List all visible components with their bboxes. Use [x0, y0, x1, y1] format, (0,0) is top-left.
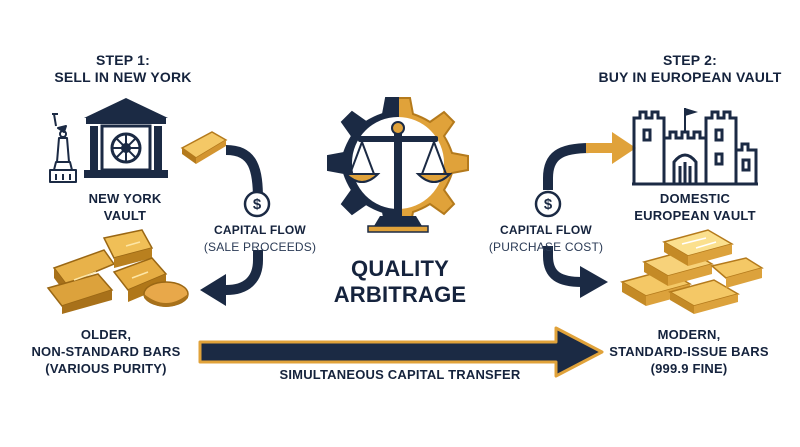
simultaneous-transfer-label: SIMULTANEOUS CAPITAL TRANSFER — [279, 367, 521, 382]
european-vault-label: DOMESTIC EUROPEAN VAULT — [610, 190, 780, 224]
modern-bars-line2: STANDARD-ISSUE BARS — [609, 344, 769, 359]
modern-gold-bars-icon — [620, 229, 764, 314]
statue-of-liberty-icon — [49, 113, 77, 183]
new-york-vault-icon — [84, 98, 168, 178]
capital-flow-right-sub: (PURCHASE COST) — [488, 240, 604, 254]
step1-title: STEP 1: SELL IN NEW YORK — [48, 52, 198, 86]
step1-title-line1: STEP 1: — [95, 52, 151, 68]
capital-flow-label-right: CAPITAL FLOW (PURCHASE COST) — [484, 222, 608, 256]
step2-title: STEP 2: BUY IN EUROPEAN VAULT — [590, 52, 790, 86]
older-bars-line3: (VARIOUS PURITY) — [45, 361, 167, 376]
capital-flow-left-sub: (SALE PROCEEDS) — [203, 240, 317, 254]
eu-vault-line2: EUROPEAN VAULT — [634, 208, 756, 223]
eu-vault-line1: DOMESTIC — [659, 191, 731, 206]
dollar-coin-icon-right: $ — [534, 190, 562, 218]
capital-flow-right-title: CAPITAL FLOW — [500, 223, 592, 237]
older-bars-line1: OLDER, — [80, 327, 132, 342]
dollar-coin-icon-left: $ — [243, 190, 271, 218]
center-title-line1: QUALITY — [351, 256, 449, 281]
dollar-symbol-right: $ — [544, 196, 553, 213]
ny-vault-line2: VAULT — [103, 208, 147, 223]
older-bars-line2: NON-STANDARD BARS — [31, 344, 181, 359]
quality-arbitrage-title: QUALITY ARBITRAGE — [318, 256, 482, 308]
capital-flow-left-title: CAPITAL FLOW — [214, 223, 306, 237]
center-title-line2: ARBITRAGE — [333, 282, 467, 307]
older-bars-label: OLDER, NON-STANDARD BARS (VARIOUS PURITY… — [26, 326, 186, 377]
older-gold-bars-icon — [46, 229, 189, 314]
step1-title-line2: SELL IN NEW YORK — [54, 69, 192, 85]
ny-vault-line1: NEW YORK — [88, 191, 162, 206]
modern-bars-line3: (999.9 FINE) — [650, 361, 728, 376]
capital-flow-label-left: CAPITAL FLOW (SALE PROCEEDS) — [200, 222, 320, 256]
simultaneous-transfer-arrow — [198, 326, 604, 378]
step2-title-line1: STEP 2: — [662, 52, 718, 68]
dollar-symbol-left: $ — [253, 196, 262, 213]
new-york-vault-label: NEW YORK VAULT — [70, 190, 180, 224]
step2-title-line2: BUY IN EUROPEAN VAULT — [598, 69, 782, 85]
european-castle-vault-icon — [632, 108, 758, 186]
gear-scales-icon — [327, 97, 469, 233]
modern-bars-label: MODERN, STANDARD-ISSUE BARS (999.9 FINE) — [594, 326, 784, 377]
capital-flow-arrow-right — [543, 132, 636, 298]
gold-bar-small-icon — [180, 131, 228, 164]
modern-bars-line1: MODERN, — [657, 327, 721, 342]
